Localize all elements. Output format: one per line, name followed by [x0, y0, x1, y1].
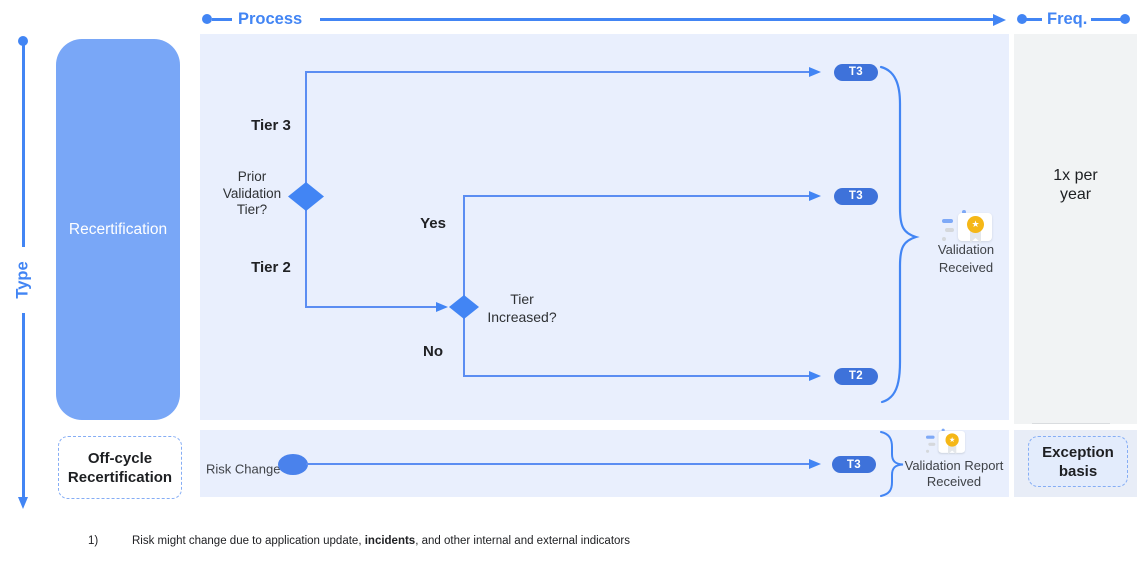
connector-diamond1-up — [304, 72, 307, 184]
tier3-branch-label: Tier 3 — [251, 117, 291, 134]
type-axis-line-bottom — [22, 313, 25, 498]
freq-axis-end-dot — [1120, 14, 1130, 24]
validation-received-label: Validation Received — [937, 242, 995, 275]
validation-report-received-label: Validation Report Received — [904, 458, 1004, 489]
exception-basis-box: Exception basis — [1028, 436, 1128, 487]
process-axis-start-dot — [202, 14, 212, 24]
no-branch-label: No — [423, 343, 443, 360]
recertification-lane-label: Recertification — [68, 220, 168, 238]
arrowhead-diamond2 — [436, 301, 448, 312]
connector-diamond1-down — [304, 196, 307, 308]
arrowhead-t2 — [809, 370, 821, 381]
tier2-branch-label: Tier 2 — [251, 259, 291, 276]
freq-column-divider — [1032, 423, 1110, 424]
exception-basis-label: Exception basis — [1042, 443, 1114, 480]
annual-frequency-label: 1x per year — [1053, 167, 1098, 203]
freq-axis-line-end — [1091, 17, 1121, 21]
arrowhead-offcycle-t3 — [809, 458, 821, 469]
process-axis-line-start — [212, 17, 232, 21]
footnote-text: Risk might change due to application upd… — [132, 535, 631, 547]
type-axis-start-dot — [18, 36, 28, 46]
type-axis-line-top — [22, 44, 25, 247]
validation-report-badge-icon: ★ — [926, 428, 967, 459]
offcycle-lane-label: Off-cycle Recertification — [67, 449, 173, 486]
connector-diamond2-up — [463, 196, 466, 308]
connector-yes-to-t3 — [463, 195, 810, 198]
freq-axis-line-start — [1026, 17, 1042, 21]
tier-pill-top: T3 — [834, 63, 878, 81]
prior-validation-question: Prior Validation Tier? — [222, 169, 282, 217]
offcycle-lane-box: Off-cycle Recertification — [58, 436, 182, 499]
process-axis-arrowhead — [993, 13, 1006, 26]
risk-change-label: Risk Change1 — [206, 457, 285, 477]
validation-badge-icon: ★ — [942, 210, 994, 249]
arrowhead-top-t3 — [809, 66, 821, 77]
connector-risk-to-t3 — [306, 463, 810, 466]
tier-pill-offcycle: T3 — [832, 456, 876, 473]
tier-pill-bottom: T2 — [834, 367, 878, 385]
connector-top-to-t3 — [304, 71, 811, 74]
recertification-lane-box: Recertification — [56, 39, 180, 420]
freq-axis-start-dot — [1017, 14, 1027, 24]
tier-pill-middle: T3 — [834, 187, 878, 205]
connector-to-diamond2 — [304, 306, 437, 309]
validation-report-brace — [880, 431, 904, 497]
badge-star-glyph: ★ — [971, 219, 980, 229]
process-lane-background — [200, 34, 1009, 420]
type-axis-arrowhead — [17, 497, 28, 509]
process-axis-line — [320, 17, 994, 21]
connector-diamond2-down — [463, 307, 466, 376]
arrowhead-mid-t3 — [809, 190, 821, 201]
connector-no-to-t2 — [463, 375, 810, 378]
footnote-number: 1) — [88, 535, 99, 547]
tier-increased-question: Tier Increased? — [487, 291, 557, 325]
risk-change-start-ellipse — [278, 453, 308, 475]
process-axis-label: Process — [238, 10, 303, 28]
freq-axis-label: Freq. — [1047, 10, 1088, 28]
validation-received-brace — [879, 65, 920, 404]
freq-column-background — [1014, 34, 1137, 424]
yes-branch-label: Yes — [420, 215, 446, 232]
